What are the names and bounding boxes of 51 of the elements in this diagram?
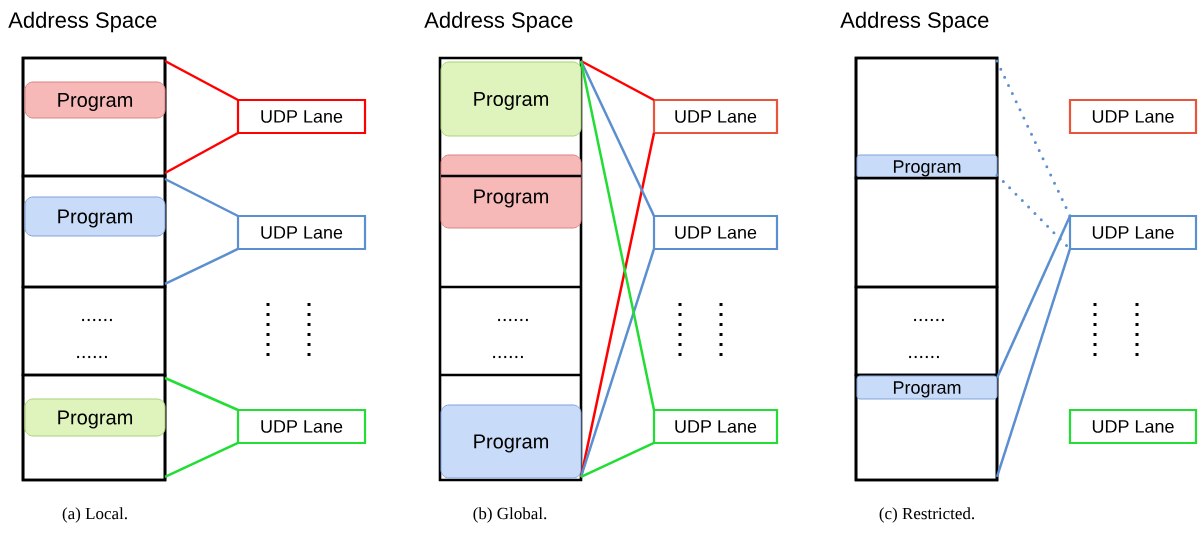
caption: (b) Global. bbox=[473, 507, 547, 523]
udp-lane-box: UDP Lane bbox=[236, 214, 367, 251]
memory-segment bbox=[21, 285, 167, 377]
node-label: Address Space bbox=[8, 11, 157, 33]
connector-line bbox=[995, 59, 1072, 218]
udp-lane-box: UDP Lane bbox=[652, 408, 779, 445]
udp-lane-box: UDP Lane bbox=[236, 408, 367, 445]
memory-segment bbox=[854, 285, 999, 377]
memory-segment bbox=[21, 373, 167, 482]
program-box: Program bbox=[440, 61, 582, 137]
connector-line bbox=[995, 248, 1072, 478]
connector-line bbox=[995, 215, 1072, 379]
connector-line bbox=[579, 60, 656, 217]
ellipsis-dots: ...... bbox=[493, 355, 523, 359]
memory-segment bbox=[854, 176, 999, 289]
ellipsis-dots: ...... bbox=[914, 318, 944, 322]
program-box: Program bbox=[24, 398, 166, 437]
ellipsis-dots: ...... bbox=[82, 318, 112, 322]
connector-line bbox=[579, 248, 656, 478]
program-box: Program bbox=[440, 404, 582, 479]
program-box: Program bbox=[856, 154, 998, 179]
udp-lane-box: UDP Lane bbox=[1068, 408, 1198, 445]
connector-line bbox=[580, 441, 655, 479]
program-box: Program bbox=[24, 81, 166, 119]
ellipsis-dots: ...... bbox=[909, 355, 939, 359]
udp-lane-box: UDP Lane bbox=[652, 214, 779, 251]
program-box: Program bbox=[856, 375, 998, 400]
caption: (c) Restricted. bbox=[879, 507, 975, 523]
program-box: Program bbox=[24, 196, 166, 237]
udp-lane-box: UDP Lane bbox=[652, 98, 779, 135]
connector-line bbox=[164, 131, 239, 175]
udp-lane-box: UDP Lane bbox=[1068, 214, 1198, 251]
connector-line bbox=[164, 177, 239, 218]
node-label: Address Space bbox=[424, 11, 573, 33]
udp-lane-box: UDP Lane bbox=[236, 98, 367, 135]
caption: (a) Local. bbox=[62, 507, 127, 523]
connector-line bbox=[164, 247, 239, 286]
connector-line bbox=[164, 59, 239, 102]
memory-segment bbox=[21, 174, 167, 289]
program-box: Program bbox=[440, 154, 582, 229]
connector-line bbox=[164, 441, 239, 479]
connector-line bbox=[164, 376, 239, 412]
node-label: Address Space bbox=[840, 11, 989, 33]
connector-line bbox=[579, 60, 656, 411]
memory-segment bbox=[854, 56, 999, 180]
udp-lane-box: UDP Lane bbox=[1068, 98, 1198, 135]
ellipsis-dots: ...... bbox=[77, 355, 107, 359]
memory-segment bbox=[854, 373, 999, 482]
ellipsis-dots: ...... bbox=[498, 318, 528, 322]
memory-segment bbox=[21, 56, 167, 178]
connector-line bbox=[580, 59, 655, 102]
